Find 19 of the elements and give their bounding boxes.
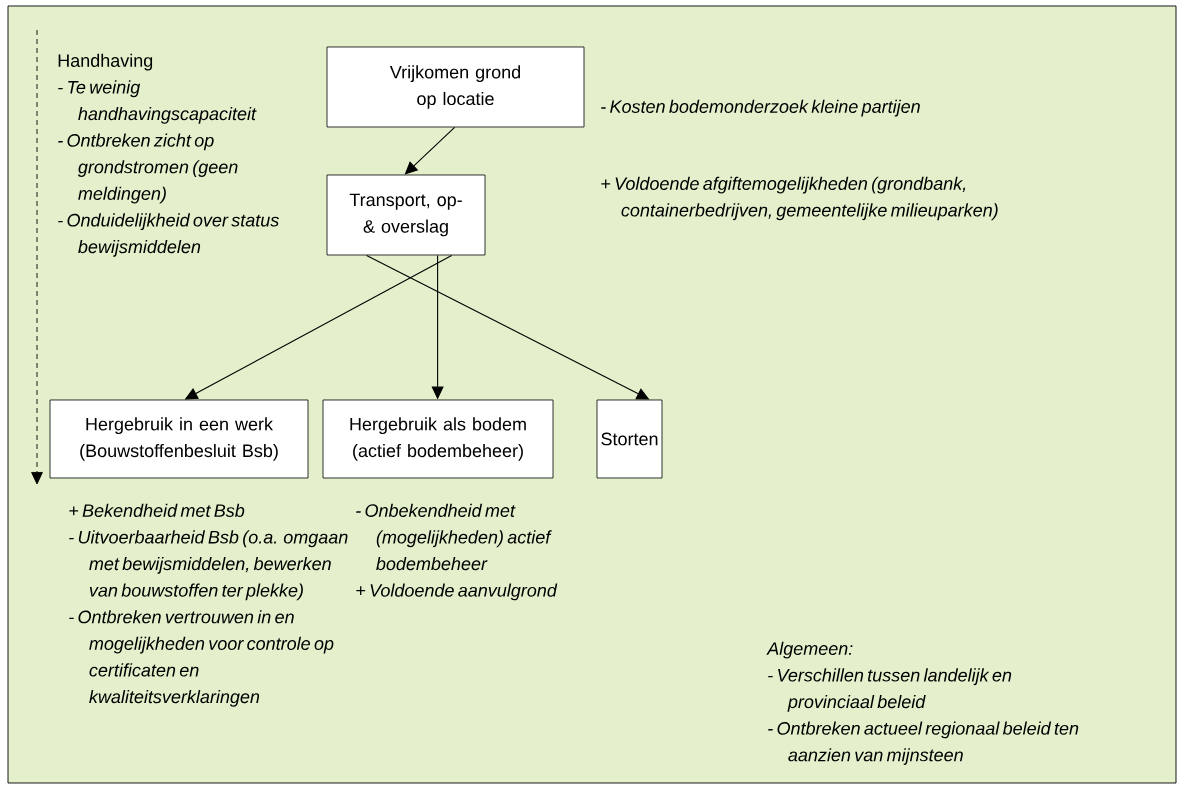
- note-text: - Onduidelijkheid over status bewijsmiddelen: [58, 213, 279, 257]
- process-box: Vrijkomen grond op locatie: [326, 46, 585, 128]
- process-box: Hergebruik in een werk (Bouwstoffenbesluit Bsb): [49, 399, 309, 479]
- process-box: Hergebruik als bodem (actief bodembeheer): [322, 399, 554, 479]
- note-text: - Kosten bodemonderzoek kleine partijen: [601, 99, 920, 117]
- note-text: - Ontbreken vertrouwen in en mogelijkheden voor controle op certificaten en kwaliteitsverklaringen: [69, 610, 334, 707]
- note-text: + Voldoende aanvulgrond: [356, 583, 558, 601]
- note-text: + Bekendheid met Bsb: [69, 503, 245, 517]
- note-text: + Voldoende afgiftemogelijkheden (grondbank, containerbedrijven, gemeentelijke milieuparken): [601, 176, 998, 221]
- note-text: - Te weinig handhavingscapaciteit: [58, 80, 257, 124]
- note-text: - Onbekendheid met (mogelijkheden) actief bodembeheer: [356, 503, 552, 571]
- process-box: Storten: [596, 399, 663, 479]
- heading: Handhaving: [58, 53, 153, 71]
- heading: Algemeen:: [766, 641, 853, 659]
- note-text: - Verschillen tussen landelijk en provinciaal beleid: [768, 668, 1012, 712]
- note-text: - Ontbreken actueel regionaal beleid ten aanzien van mijnsteen: [768, 721, 1079, 765]
- process-box: Transport, op- & overslag: [326, 174, 486, 256]
- note-text: - Uitvoerbaarheid Bsb (o.a. omgaan met bewijsmiddelen, bewerken van bouwstoffen ter plekke): [69, 530, 348, 601]
- note-text: - Ontbreken zicht op grondstromen (geen meldingen): [58, 133, 238, 204]
